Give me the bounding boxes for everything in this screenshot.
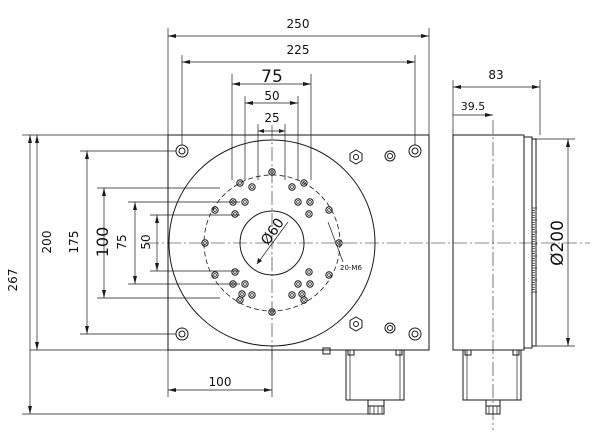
dim-100-bottom-label: 100 (209, 375, 232, 389)
side-motor-housing (462, 349, 522, 415)
tapped-hole (241, 198, 249, 206)
tapped-hole (248, 183, 256, 191)
dimension-arrows (28, 34, 570, 414)
tapped-hole (306, 198, 314, 206)
base-plate-outline (167, 134, 430, 351)
tapped-hole (300, 179, 308, 187)
tapped-hole (298, 290, 306, 298)
dim-50-vertical-label: 50 (139, 234, 153, 249)
dim-75-label: 75 (261, 67, 283, 87)
hex-screws (349, 149, 363, 332)
tapped-hole (288, 183, 296, 191)
dim-200-label: 200 (40, 231, 54, 254)
side-body-outline (452, 134, 525, 351)
tapped-hole (238, 290, 246, 298)
dim-200-diameter-label: Ø200 (548, 220, 568, 266)
tapped-hole (231, 210, 239, 218)
front-view: Ø60 20-M6 (145, 125, 590, 415)
tapped-hole (236, 179, 244, 187)
bore-diameter-label: Ø60 (258, 215, 288, 248)
tapped-hole (211, 271, 219, 279)
tapped-hole (268, 308, 276, 316)
dim-83-label: 83 (488, 68, 503, 82)
tapped-hole (201, 239, 209, 247)
corner-holes (175, 144, 422, 341)
tapped-hole (248, 291, 256, 299)
dimension-lines (22, 28, 575, 415)
tapped-hole (325, 206, 333, 214)
tapped-hole (236, 296, 244, 304)
dim-175-label: 175 (67, 231, 81, 254)
dim-50-label: 50 (264, 89, 279, 103)
tapped-hole (231, 268, 239, 276)
dim-267-label: 267 (6, 269, 20, 292)
tapped-hole (325, 271, 333, 279)
tapped-hole (294, 280, 302, 288)
tapped-hole (294, 198, 302, 206)
dim-39-5-label: 39.5 (461, 100, 486, 113)
tapped-hole (241, 280, 249, 288)
tapped-holes (201, 168, 343, 316)
dim-25-label: 25 (264, 111, 279, 125)
thread-leader (327, 221, 344, 263)
tapped-hole (211, 206, 219, 214)
tapped-hole (305, 268, 313, 276)
dim-225-label: 225 (287, 43, 310, 57)
side-view (452, 120, 537, 430)
side-table-face (531, 138, 537, 347)
side-table-edge (523, 136, 533, 349)
tapped-hole (268, 168, 276, 176)
bore-leader (256, 221, 289, 265)
dim-250-label: 250 (287, 17, 310, 31)
motor-housing (322, 347, 405, 415)
thread-callout-label: 20-M6 (340, 264, 362, 272)
tapped-hole (300, 296, 308, 304)
dim-100-vertical-label: 100 (93, 227, 112, 258)
angle-scale (532, 207, 537, 293)
dim-75-vertical-label: 75 (115, 234, 129, 249)
tapped-hole (305, 210, 313, 218)
tapped-hole (288, 291, 296, 299)
tapped-hole (306, 280, 314, 288)
